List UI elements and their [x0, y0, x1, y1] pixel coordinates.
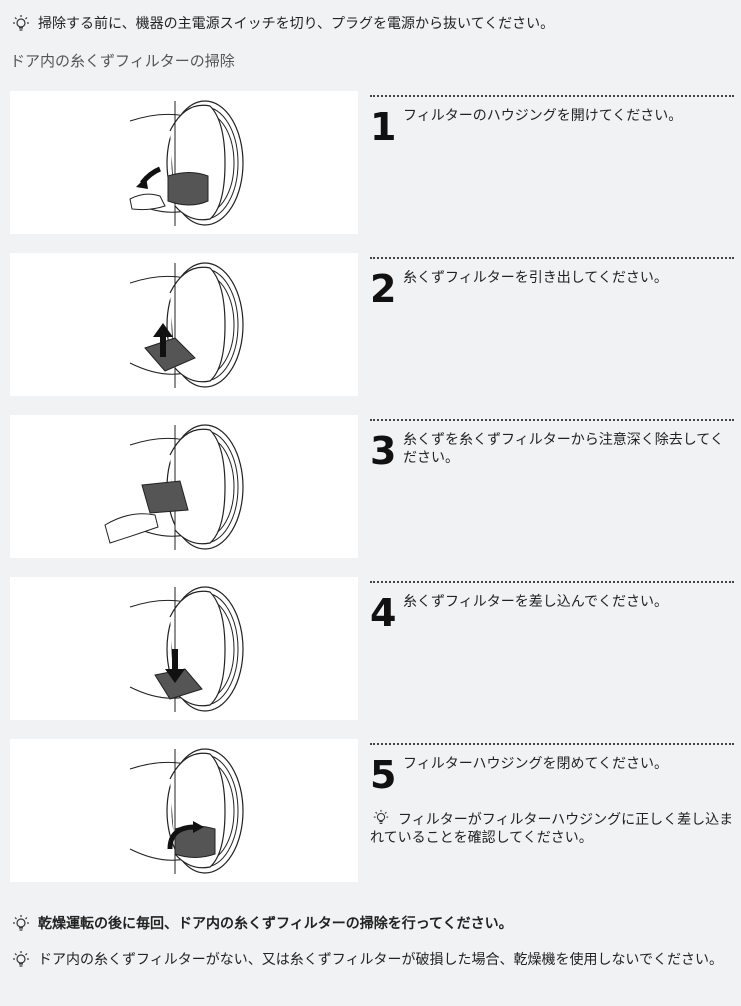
step-4-illustration — [10, 577, 358, 720]
divider — [370, 419, 734, 421]
section-title: ドア内の糸くずフィルターの掃除 — [10, 52, 235, 70]
step-number: 3 — [370, 429, 397, 473]
divider — [370, 257, 734, 259]
step-5-note: フィルターがフィルターハウジングに正しく差し込まれていることを確認してください。 — [370, 809, 734, 847]
step-1: 1 フィルターのハウジングを開けてください。 — [10, 91, 735, 234]
lightbulb-icon — [10, 950, 32, 970]
lightbulb-icon — [370, 809, 392, 827]
bottom-tip-1: 乾燥運転の後に毎回、ドア内の糸くずフィルターの掃除を行ってください。 — [10, 914, 730, 934]
step-2-illustration — [10, 253, 358, 396]
step-5-illustration — [10, 739, 358, 882]
step-text: フィルターハウジングを閉めてください。 — [403, 756, 669, 772]
divider — [370, 743, 734, 745]
step-2: 2 糸くずフィルターを引き出してください。 — [10, 253, 735, 396]
step-3-illustration — [10, 415, 358, 558]
step-number: 1 — [370, 105, 397, 149]
step-number: 4 — [370, 591, 397, 635]
step-5-note-text: フィルターがフィルターハウジングに正しく差し込まれていることを確認してください。 — [370, 812, 734, 846]
step-3: 3 糸くずを糸くずフィルターから注意深く除去してください。 — [10, 415, 735, 558]
lightbulb-icon — [10, 914, 32, 934]
top-tip-text: 掃除する前に、機器の主電源スイッチを切り、プラグを電源から抜いてください。 — [38, 16, 555, 32]
step-number: 5 — [370, 753, 397, 797]
bottom-tip-2-text: ドア内の糸くずフィルターがない、又は糸くずフィルターが破損した場合、乾燥機を使用… — [38, 952, 724, 968]
top-tip: 掃除する前に、機器の主電源スイッチを切り、プラグを電源から抜いてください。 — [10, 14, 554, 34]
bottom-tip-2: ドア内の糸くずフィルターがない、又は糸くずフィルターが破損した場合、乾燥機を使用… — [10, 950, 730, 970]
step-number: 2 — [370, 267, 397, 311]
divider — [370, 95, 734, 97]
step-5: 5 フィルターハウジングを閉めてください。 フィルターがフィルターハウジングに正… — [10, 739, 735, 882]
divider — [370, 581, 734, 583]
step-text: 糸くずフィルターを差し込んでください。 — [403, 594, 669, 610]
step-text: フィルターのハウジングを開けてください。 — [403, 108, 683, 124]
step-4: 4 糸くずフィルターを差し込んでください。 — [10, 577, 735, 720]
step-text: 糸くずを糸くずフィルターから注意深く除去してください。 — [403, 432, 724, 466]
step-text: 糸くずフィルターを引き出してください。 — [403, 270, 668, 286]
step-1-illustration — [10, 91, 358, 234]
bottom-tip-1-text: 乾燥運転の後に毎回、ドア内の糸くずフィルターの掃除を行ってください。 — [38, 916, 513, 932]
lightbulb-icon — [10, 14, 32, 34]
